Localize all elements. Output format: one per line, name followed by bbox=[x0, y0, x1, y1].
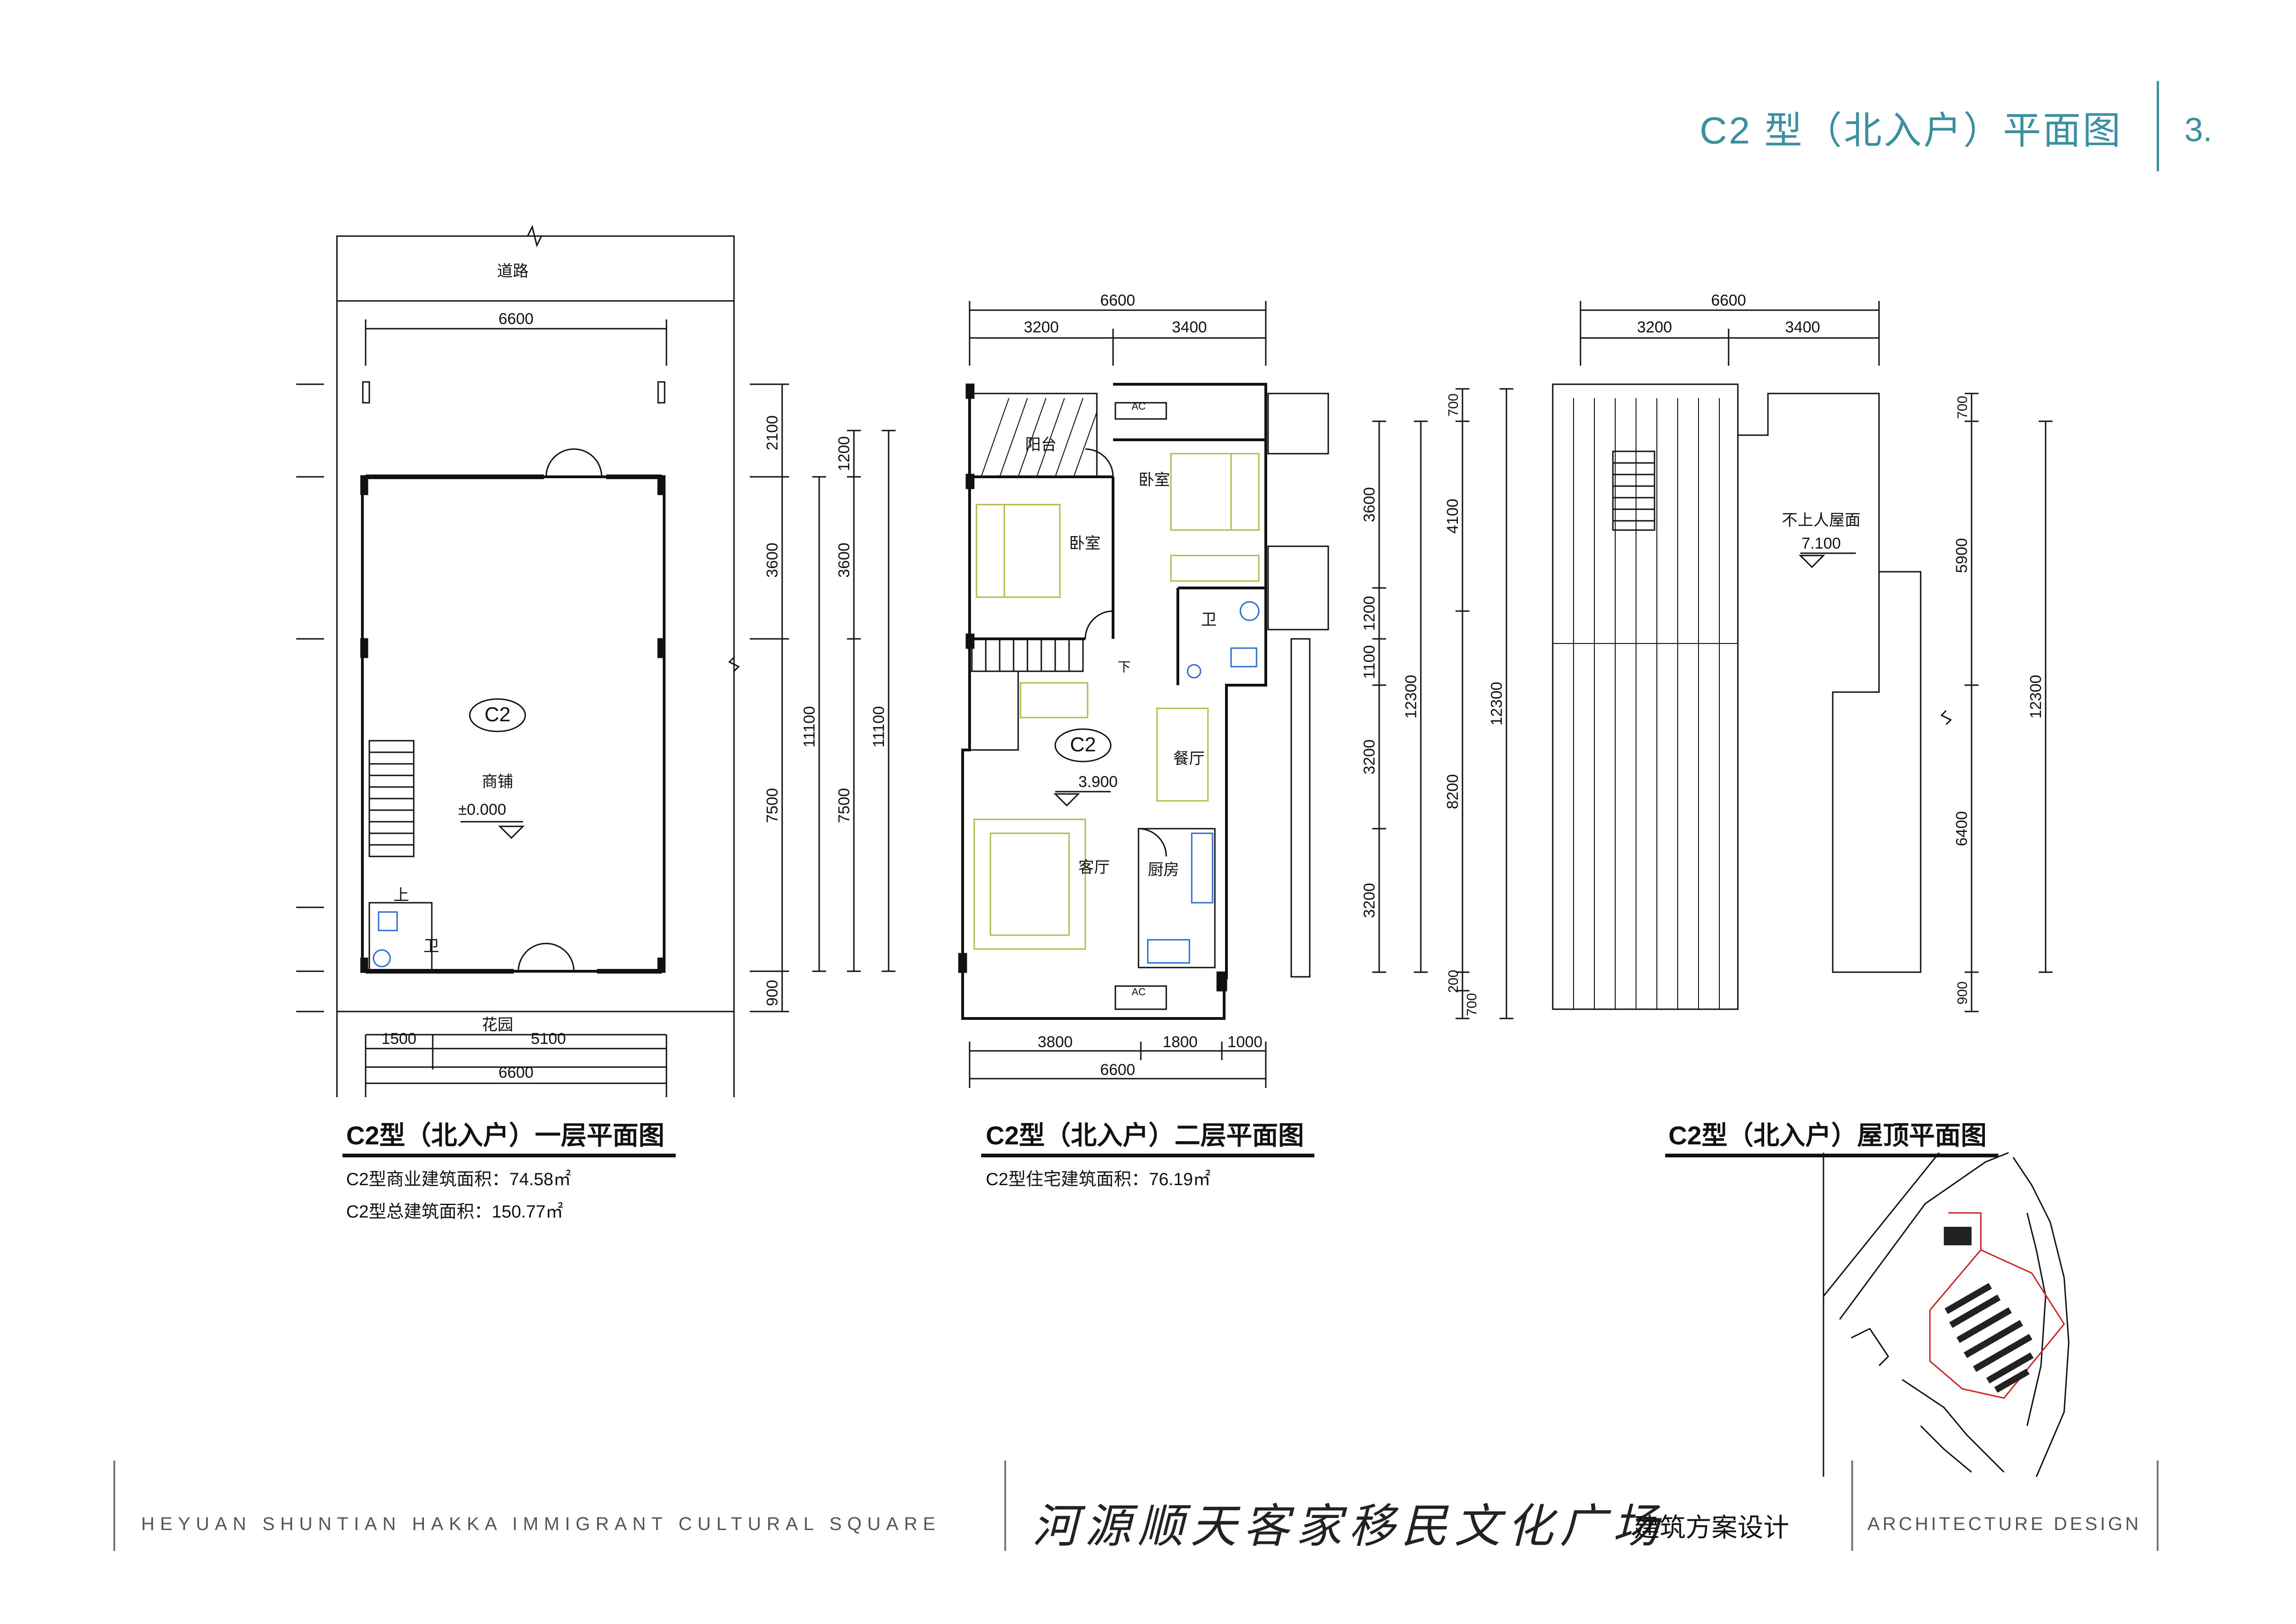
plan1-wc-label: 卫 bbox=[423, 937, 439, 955]
plan1-dim-top: 6600 bbox=[498, 310, 534, 328]
plan1-dim-left-3: 900 bbox=[764, 980, 781, 1006]
plan3-title: C2型（北入户）屋顶平面图 bbox=[1668, 1121, 1987, 1150]
plan2-bedroom-2-label: 卧室 bbox=[1139, 471, 1170, 489]
plan2-dim-right-total-b: 12300 bbox=[1488, 682, 1506, 726]
plan2-dim-top-b: 3400 bbox=[1172, 319, 1207, 336]
footer-divider-right bbox=[1851, 1461, 1853, 1551]
plan1-shop-label: 商铺 bbox=[482, 773, 513, 791]
plan3-dim-right-total: 12300 bbox=[2027, 675, 2045, 719]
plan3-dim-top-b: 3400 bbox=[1785, 319, 1820, 336]
plan1-area-commercial: C2型商业建筑面积：74.58㎡ bbox=[346, 1170, 571, 1189]
plan3-dim-top-total: 6600 bbox=[1711, 292, 1746, 309]
plan2-living-label: 客厅 bbox=[1078, 859, 1110, 876]
plan1-dim-right-0: 1200 bbox=[835, 436, 853, 471]
plan3-title-rule bbox=[1665, 1154, 1998, 1157]
plan1-level: ±0.000 bbox=[458, 801, 506, 818]
footer-divider-end bbox=[2157, 1461, 2159, 1551]
plan2-dim-bottom-c: 1000 bbox=[1227, 1033, 1263, 1051]
plan2-dim-bottom-total: 6600 bbox=[1100, 1061, 1135, 1079]
plan2-bedroom-1-label: 卧室 bbox=[1069, 535, 1101, 552]
plan1-garden-label: 花园 bbox=[482, 1016, 513, 1034]
footer-divider-left bbox=[113, 1461, 115, 1551]
plan1-dim-bottom-b: 5100 bbox=[531, 1030, 566, 1048]
plan2-dim-bottom-b: 1800 bbox=[1163, 1033, 1198, 1051]
plan2-balcony-label: 阳台 bbox=[1025, 436, 1057, 454]
plan2-down-label: 下 bbox=[1118, 660, 1131, 674]
plan2-dim-top-a: 3200 bbox=[1024, 319, 1059, 336]
plan1-dim-right-1: 3600 bbox=[835, 543, 853, 578]
plan1-road-label: 道路 bbox=[497, 262, 529, 280]
plan2-dim-bottom-a: 3800 bbox=[1038, 1033, 1073, 1051]
plan2-drawing bbox=[958, 301, 1513, 1088]
plan1-dim-right-total: 11100 bbox=[870, 706, 888, 748]
plan3-dim-right-1: 5900 bbox=[1953, 538, 1971, 573]
plan1-unit-tag: C2 bbox=[485, 703, 510, 726]
page-number: 3. bbox=[2184, 112, 2213, 149]
plan3-dim-top-a: 3200 bbox=[1637, 319, 1672, 336]
plan2-area-residential: C2型住宅建筑面积：76.19㎡ bbox=[986, 1170, 1211, 1189]
plan2-ac-bottom: AC bbox=[1132, 986, 1146, 998]
plan1-dim-left-0: 2100 bbox=[764, 415, 781, 450]
plan1-title: C2型（北入户）一层平面图 bbox=[346, 1121, 665, 1150]
plan1-dim-left-2: 7500 bbox=[764, 788, 781, 823]
plan1-dim-left-total: 11100 bbox=[801, 706, 818, 748]
footer-project-name-cn: 河源顺天客家移民文化广场 bbox=[1032, 1499, 1665, 1553]
plan2-dim-right-inner-4: 3200 bbox=[1361, 883, 1378, 918]
plan1-title-rule bbox=[342, 1154, 676, 1157]
plan2-dim-right-mid-0: 4100 bbox=[1444, 499, 1462, 534]
plan2-dim-top-total: 6600 bbox=[1100, 292, 1135, 309]
plan3-roof-label: 不上人屋面 bbox=[1782, 512, 1860, 529]
plan2-wc-label: 卫 bbox=[1201, 611, 1217, 629]
footer-divider-mid bbox=[1004, 1461, 1006, 1551]
plan2-ac-top: AC bbox=[1132, 400, 1146, 412]
plan2-unit-tag: C2 bbox=[1070, 733, 1096, 756]
plan2-dim-right-inner-1: 1200 bbox=[1361, 596, 1378, 631]
plan2-title-rule bbox=[981, 1154, 1314, 1157]
plan1-up-label: 上 bbox=[393, 887, 409, 904]
plan2-dining-label: 餐厅 bbox=[1173, 750, 1205, 768]
plan3-level: 7.100 bbox=[1801, 535, 1841, 552]
plan2-dim-right-total-a: 12300 bbox=[1402, 675, 1420, 719]
plan2-dim-right-inner-0: 3600 bbox=[1361, 487, 1378, 522]
plan3-dim-right-0: 700 bbox=[1955, 396, 1970, 419]
plan3-dim-right-2: 6400 bbox=[1953, 811, 1971, 846]
plan2-title: C2型（北入户）二层平面图 bbox=[986, 1121, 1304, 1150]
plan1-dim-bottom-total: 6600 bbox=[498, 1064, 534, 1081]
site-key-plan bbox=[1823, 1152, 2070, 1477]
footer-design-label-en: ARCHITECTURE DESIGN bbox=[1867, 1514, 2141, 1534]
plan1-dim-bottom-a: 1500 bbox=[381, 1030, 417, 1048]
footer-design-label-cn: 建筑方案设计 bbox=[1634, 1513, 1789, 1542]
plan2-kitchen-label: 厨房 bbox=[1148, 861, 1179, 879]
footer-project-name-en: HEYUAN SHUNTIAN HAKKA IMMIGRANT CULTURAL… bbox=[141, 1514, 941, 1534]
plan3-drawing bbox=[1552, 301, 2053, 1012]
plan1-area-total: C2型总建筑面积：150.77㎡ bbox=[346, 1202, 563, 1222]
plan2-dim-right-small-0: 700 bbox=[1446, 394, 1461, 417]
plan1-drawing bbox=[296, 225, 896, 1097]
plan2-level: 3.900 bbox=[1078, 773, 1118, 791]
plan2-dim-right-inner-3: 3200 bbox=[1361, 739, 1378, 775]
plan2-dim-right-inner-2: 1100 bbox=[1361, 645, 1378, 679]
header-divider bbox=[2157, 81, 2159, 171]
plan2-dim-right-small-1: 200 bbox=[1446, 970, 1461, 993]
page-title: C2 型（北入户）平面图 bbox=[1699, 110, 2122, 152]
plan1-dim-left-1: 3600 bbox=[764, 543, 781, 578]
plan2-dim-right-small-2: 700 bbox=[1464, 993, 1480, 1016]
plan3-dim-right-3: 900 bbox=[1955, 981, 1970, 1005]
plan2-dim-right-mid-1: 8200 bbox=[1444, 774, 1462, 809]
plan1-dim-right-2: 7500 bbox=[835, 788, 853, 823]
